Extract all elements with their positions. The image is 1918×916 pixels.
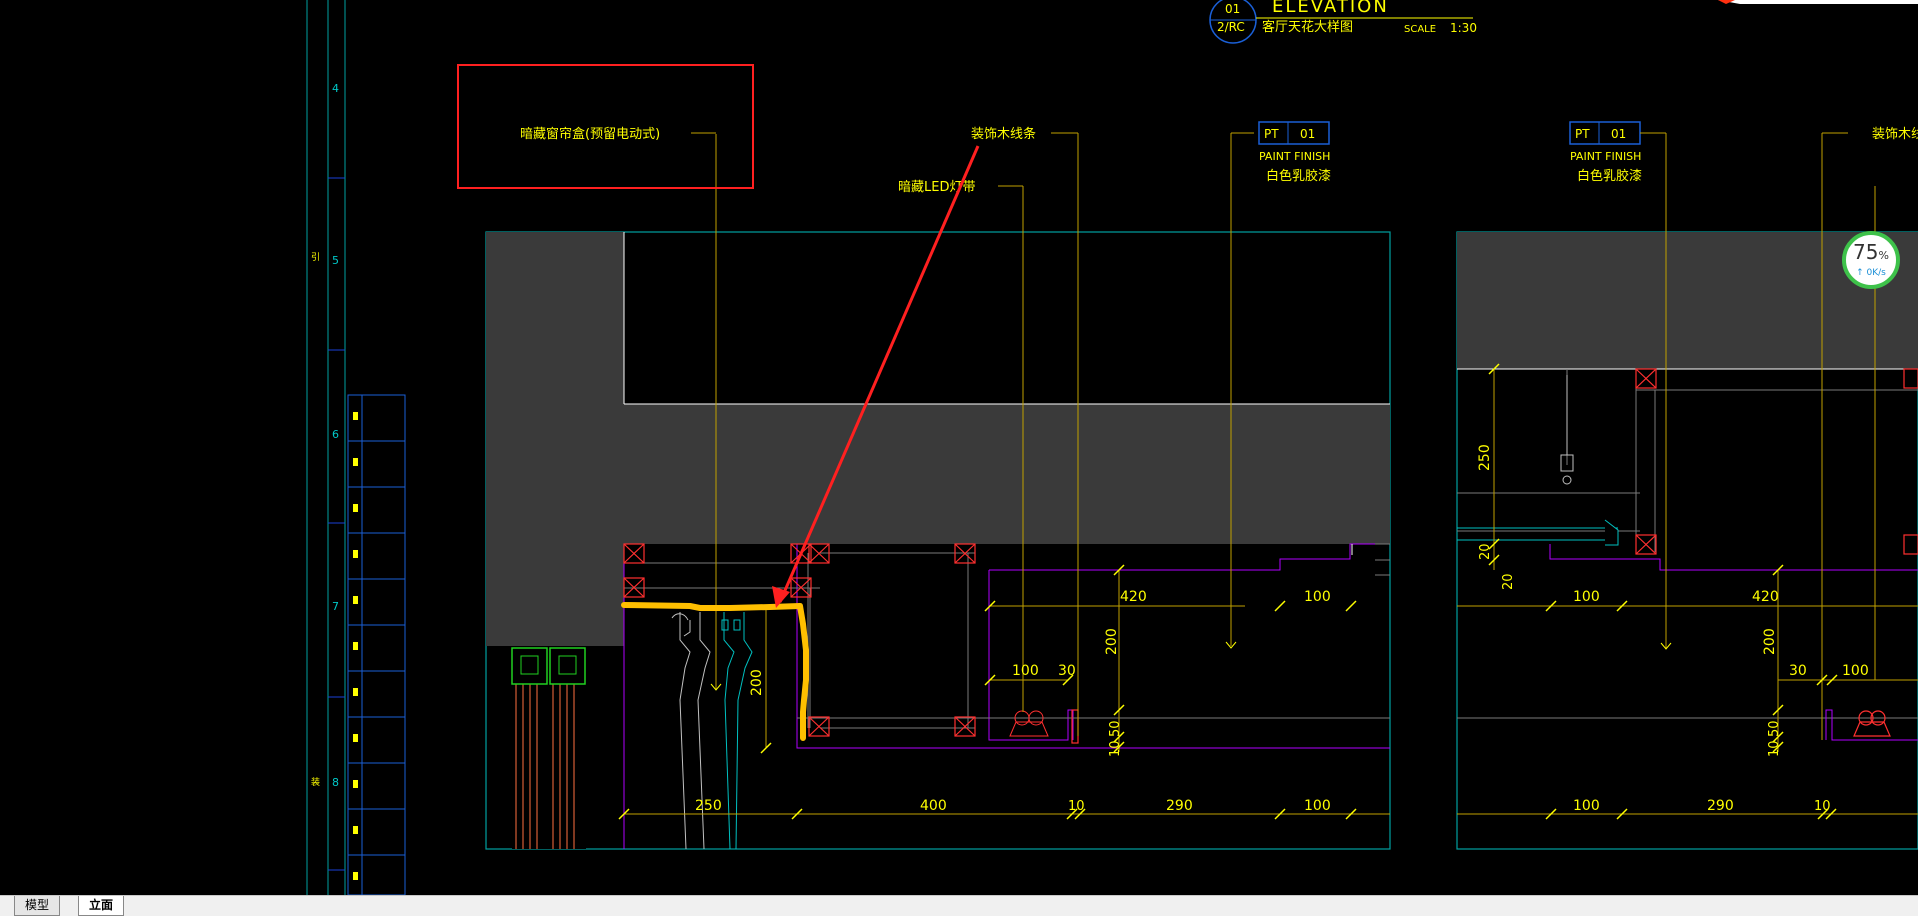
ruler-label-8: 8 [332,776,339,789]
finish-tag-2: PT 01 PAINT FINISH 白色乳胶漆 [1569,121,1642,184]
finish-tag-1: PT 01 PAINT FINISH 白色乳胶漆 [1258,121,1331,184]
dim-text: 10 [1814,799,1831,814]
dim-text: 100 [1304,589,1331,605]
dim-text: 20 [1501,573,1516,590]
dim-text: 30 [1058,663,1076,679]
scale-label: SCALE [1404,24,1436,35]
side-mark-2: 装 [311,776,320,788]
tab-elevation[interactable]: 立面 [78,896,125,916]
red-pointer-arrow [772,145,980,608]
dim-text: 100 [1842,663,1869,679]
highlight-box [457,64,754,189]
dim-text: 200 [1762,628,1778,655]
title-block: 01 2/RC ELEVATION 客厅天花大样图 SCALE 1:30 [1209,0,1477,44]
left-ruler: 4 5 6 7 8 引 装 [306,0,406,895]
wall-section-hatch [511,647,586,849]
cad-drawing-canvas[interactable]: 4 5 6 7 8 引 装 01 2/RC [0,0,1918,895]
dim-text: 30 [1789,663,1807,679]
title-heading: ELEVATION [1272,0,1389,17]
ruler-label-6: 6 [332,428,339,441]
dim-text: 100 [1304,798,1331,814]
dim-text: 200 [1104,628,1120,655]
dim-text: 10 [1068,799,1085,814]
layout-tab-bar: 模型 立面 [0,895,1918,916]
dim-text: 100 [1012,663,1039,679]
elevation-right: 100 290 10 100 420 200 30 100 250 20 20 … [1456,132,1918,850]
dim-text: 50 [1108,720,1123,737]
finish-material: 白色乳胶漆 [1266,168,1331,184]
finish-num: 01 [1300,127,1315,141]
label-curtain-box: 暗藏窗帘盒(预留电动式) [520,126,660,142]
dim-text: 10 [1767,740,1782,757]
dim-text: 290 [1707,798,1734,814]
popup-edge [1718,0,1918,4]
scale-value: 1:30 [1450,21,1477,35]
dim-text: 100 [1573,798,1600,814]
elevation-left: 250 400 10 290 100 420 100 100 30 200 20… [485,132,1391,850]
highlight-stroke [621,602,809,741]
dim-text: 10 [1108,740,1123,757]
dim-text: 250 [695,798,722,814]
finish-code: PT [1264,127,1279,141]
finish-code: PT [1575,127,1590,141]
network-percent: 75% [1853,240,1889,264]
title-subtitle: 客厅天花大样图 [1262,19,1353,35]
ruler-label-5: 5 [332,254,339,267]
dim-text: 50 [1767,720,1782,737]
label-molding-right: 装饰木线 [1872,127,1918,142]
title-index: 01 [1225,2,1240,16]
finish-name: PAINT FINISH [1259,150,1330,163]
finish-name: PAINT FINISH [1570,150,1641,163]
side-mark-1: 引 [311,252,320,263]
dim-text: 100 [1573,589,1600,605]
finish-num: 01 [1611,127,1626,141]
title-sheet: 2/RC [1217,20,1245,34]
dim-text: 420 [1120,589,1147,605]
ruler-label-4: 4 [332,82,339,95]
finish-material: 白色乳胶漆 [1577,168,1642,184]
network-speed-widget[interactable]: 75% ↑ 0K/s [1842,231,1900,289]
annotations: 暗藏窗帘盒(预留电动式) 装饰木线条 暗藏LED灯带 装饰木线 [457,64,1918,195]
dim-text: 290 [1166,798,1193,814]
tab-model[interactable]: 模型 [14,896,61,916]
dim-text: 420 [1752,589,1779,605]
label-molding: 装饰木线条 [971,126,1036,142]
network-speed: ↑ 0K/s [1856,268,1886,278]
dim-text: 200 [749,669,765,696]
downlight-symbol [1009,710,1049,737]
dim-text: 20 [1478,543,1493,560]
ruler-label-7: 7 [332,600,339,613]
label-led-strip: 暗藏LED灯带 [898,180,975,195]
dim-text: 250 [1477,444,1493,471]
dim-text: 400 [920,798,947,814]
